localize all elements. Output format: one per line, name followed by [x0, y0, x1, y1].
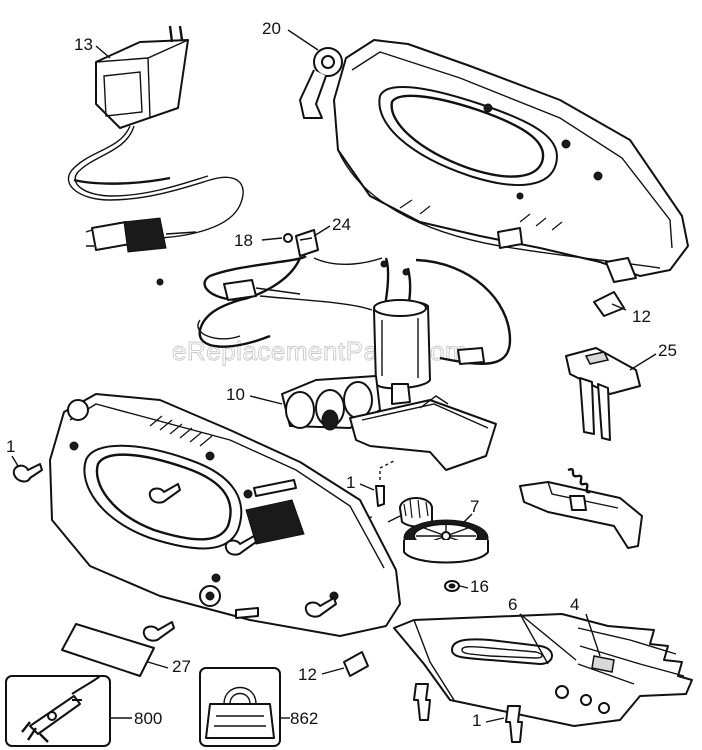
part-6-washer [444, 580, 460, 592]
callout-18: 18 [234, 231, 253, 250]
stray-dot [156, 278, 164, 286]
part-25-adapter [565, 347, 641, 441]
callout-5: 7 [470, 497, 479, 516]
callout-12-bottom: 12 [298, 665, 317, 684]
part-24-switch [295, 229, 319, 257]
callout-6: 16 [470, 577, 489, 596]
wiring-harness [197, 254, 512, 365]
callout-1-top: 1 [6, 437, 15, 456]
part-1-screws-bottom [413, 683, 523, 743]
part-10-batteries [281, 375, 497, 471]
part-motor [373, 299, 431, 405]
callout-24: 24 [332, 215, 351, 234]
part-18-screw [283, 233, 293, 243]
part-13-charger [67, 25, 244, 253]
part-27-label [61, 623, 155, 677]
part-slider-spring [519, 468, 643, 549]
part-12-block-bottom [343, 651, 369, 677]
callout-26: 4 [570, 595, 579, 614]
part-12-block-top [593, 291, 625, 317]
callout-25: 25 [658, 341, 677, 360]
callout-862: 862 [290, 709, 318, 728]
housing-screws [142, 483, 337, 642]
callout-7: 1 [346, 473, 355, 492]
accessory-800-box [5, 675, 111, 747]
callout-13: 13 [74, 35, 93, 54]
callout-20: 20 [262, 19, 281, 38]
callout-12-top: 12 [632, 307, 651, 326]
callout-4: 6 [508, 595, 517, 614]
part-housing-bottom [49, 393, 401, 637]
callout-1-bottom: 1 [472, 711, 481, 730]
callout-800: 800 [134, 709, 162, 728]
callout-27: 27 [172, 657, 191, 676]
part-1-screw-left [12, 463, 43, 483]
part-housing-top [333, 39, 689, 283]
callout-10: 10 [226, 385, 245, 404]
part-5-gear [403, 519, 489, 564]
accessory-862-bag [199, 667, 281, 747]
part-4-blade-assembly [393, 613, 693, 727]
part-20-latch [299, 47, 343, 119]
part-7-screw [375, 459, 397, 507]
